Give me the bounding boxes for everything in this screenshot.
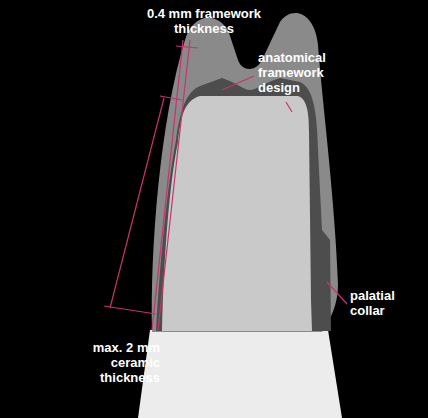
part-label: palatial collar — [350, 288, 422, 318]
dimension-label: max. 2 mm ceramic thickness — [56, 340, 160, 385]
part-label: anatomical framework design — [258, 50, 353, 95]
prepared-stump — [162, 96, 312, 331]
dimension-label: 0.4 mm framework thickness — [134, 6, 274, 36]
framework — [156, 78, 331, 331]
tooth-root — [138, 330, 342, 418]
leader-lines — [104, 40, 347, 330]
